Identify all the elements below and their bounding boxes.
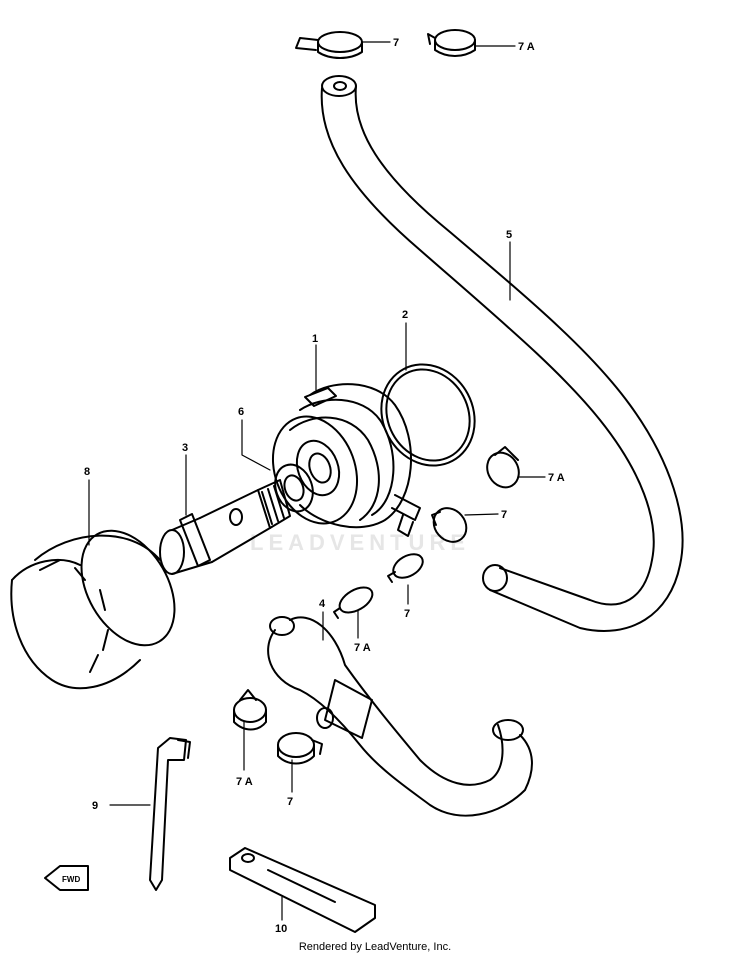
- fwd-arrow-icon: [44, 865, 89, 891]
- tool-9: [149, 737, 191, 891]
- callout-6: 6: [238, 406, 244, 418]
- callout-7-mid: 7: [404, 608, 410, 620]
- clamp-7-mid: [387, 553, 424, 583]
- hose-4: [267, 616, 533, 817]
- callout-10: 10: [275, 923, 287, 935]
- callout-7-right: 7: [501, 509, 507, 521]
- callout-4: 4: [319, 598, 326, 610]
- bracket-10: [229, 847, 376, 933]
- leader-lines: [88, 41, 546, 921]
- union-bolt-3: [159, 479, 291, 575]
- callout-1: 1: [312, 333, 318, 345]
- oil-cooler-1: [271, 383, 421, 537]
- callout-3: 3: [182, 442, 188, 454]
- callout-9: 9: [92, 800, 98, 812]
- hose-5: [320, 75, 684, 632]
- fwd-label: FWD: [62, 875, 80, 884]
- callout-7a-right: 7 A: [548, 472, 565, 484]
- callout-7-low: 7: [287, 796, 293, 808]
- callout-7a-left: 7 A: [236, 776, 253, 788]
- footer-credit: Rendered by LeadVenture, Inc.: [298, 941, 452, 953]
- oil-filter-8: [10, 529, 176, 690]
- clamp-7-low: [277, 732, 323, 765]
- clamp-7a-right: [486, 446, 520, 489]
- clamp-7-right: [431, 507, 468, 543]
- callout-7-top: 7: [393, 37, 399, 49]
- clamp-7a-top: [427, 29, 476, 57]
- callout-8: 8: [84, 466, 90, 478]
- watermark: LEADVENTURE: [250, 530, 471, 555]
- clamp-7a-left: [233, 689, 267, 731]
- clamp-7a-mid: [333, 586, 374, 619]
- o-ring-2: [380, 363, 476, 467]
- washer-6: [274, 463, 314, 513]
- callout-7a-top: 7 A: [518, 41, 535, 53]
- clamp-7-top: [295, 31, 363, 59]
- callout-2: 2: [402, 309, 408, 321]
- callout-5: 5: [506, 229, 512, 241]
- callout-7a-mid: 7 A: [354, 642, 371, 654]
